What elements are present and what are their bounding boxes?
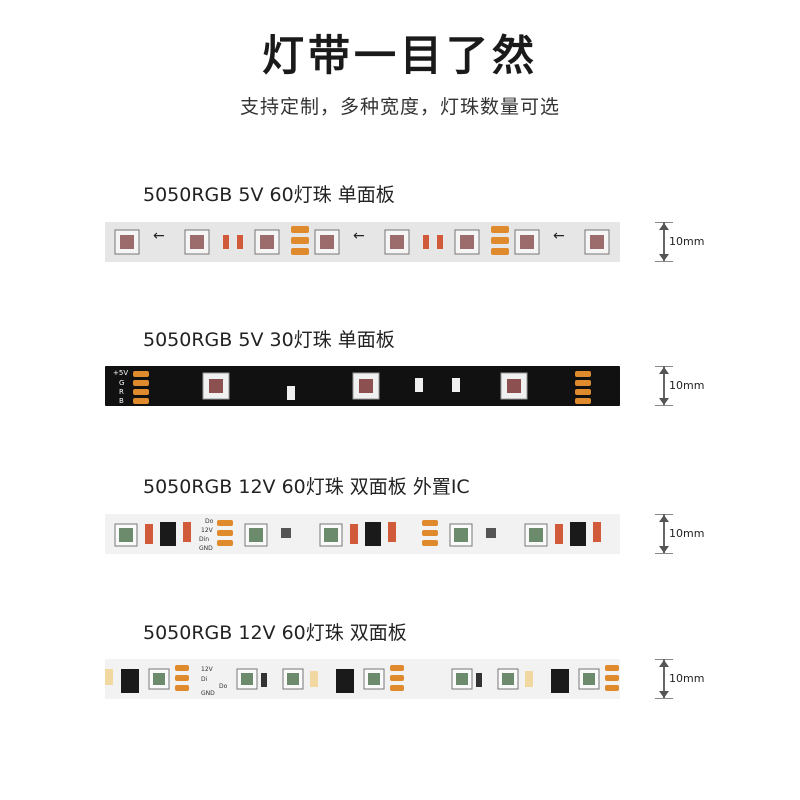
led-strip-2: +5V G R B (105, 366, 620, 406)
strip-label-4: 5050RGB 12V 60灯珠 双面板 (143, 622, 407, 644)
width-indicator-2: 10mm (655, 366, 715, 406)
strip-3-graphic: 12V Din GND Do (105, 514, 620, 554)
strip-3-voltage-silk: 12V (201, 527, 214, 534)
led-strip-3: 12V Din GND Do (105, 514, 620, 554)
strip-2-g-silk: G (119, 379, 124, 387)
strip-label-2: 5050RGB 5V 30灯珠 单面板 (143, 329, 395, 351)
width-label-1: 10mm (669, 235, 705, 248)
strip-3-din-silk: Din (199, 536, 209, 543)
strip-2-b-silk: B (119, 397, 124, 405)
strip-1-graphic: ← (105, 222, 620, 262)
strip-4-di-silk: Di (201, 676, 208, 683)
width-indicator-4: 10mm (655, 659, 715, 699)
strip-3-gnd-silk: GND (199, 545, 213, 552)
strip-4-graphic: 12V Di GND Do (105, 659, 620, 699)
page-subtitle: 支持定制，多种宽度，灯珠数量可选 (239, 96, 560, 118)
strip-2-voltage-silk: +5V (113, 369, 128, 377)
strip-3-do-silk: Do (205, 518, 214, 525)
page-title: 灯带一目了然 (261, 31, 538, 80)
strip-4-gnd-silk: GND (201, 690, 215, 697)
strip-2-r-silk: R (119, 388, 124, 396)
strip-2-graphic: +5V G R B (105, 366, 620, 406)
width-label-4: 10mm (669, 672, 705, 685)
strip-4-do-silk: Do (219, 683, 228, 690)
width-indicator-1: 10mm (655, 222, 715, 262)
led-strip-4: 12V Di GND Do (105, 659, 620, 699)
width-label-2: 10mm (669, 379, 705, 392)
width-indicator-3: 10mm (655, 514, 715, 554)
strip-label-3: 5050RGB 12V 60灯珠 双面板 外置IC (143, 476, 470, 498)
strip-4-voltage-silk: 12V (201, 666, 214, 673)
strip-label-1: 5050RGB 5V 60灯珠 单面板 (143, 184, 395, 206)
led-strip-1: ← (105, 222, 620, 262)
width-label-3: 10mm (669, 527, 705, 540)
svg-text:←: ← (153, 228, 165, 244)
